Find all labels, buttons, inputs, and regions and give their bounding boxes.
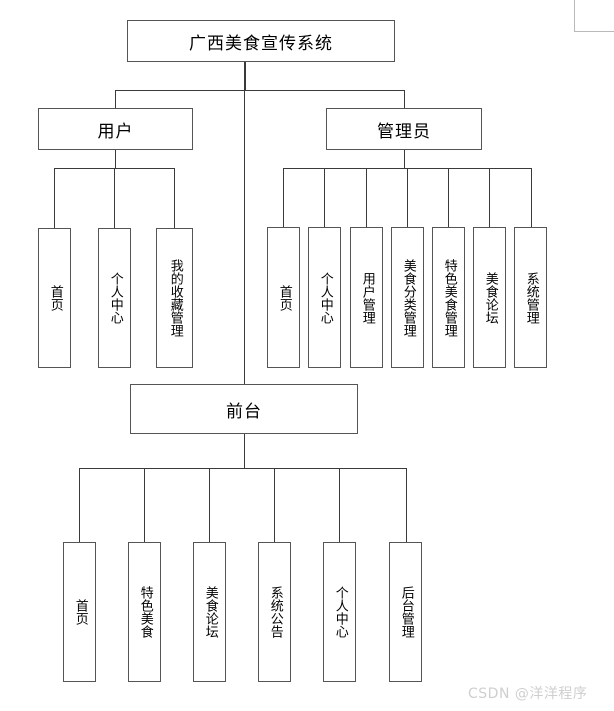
connector-frontend-child-1 [144,468,145,542]
node-user[interactable]: 用户 [38,108,193,150]
node-frontend-child-3-label: 系统公告 [267,586,283,638]
connector-root-stem [244,62,246,90]
node-user-child-2[interactable]: 我的收藏管理 [156,228,193,368]
node-admin-child-0-label: 首页 [276,284,292,311]
connector-admin-child-6 [531,168,532,227]
connector-bus-to-admin [404,90,405,110]
connector-frontend-stem [244,434,245,468]
connector-bus-to-user [115,90,116,110]
node-admin-child-0[interactable]: 首页 [267,227,300,368]
connector-admin-stem [404,150,405,168]
node-admin-child-1-label: 个人中心 [317,271,333,324]
node-admin-child-2-label: 用户管理 [359,271,375,324]
node-admin-child-6[interactable]: 系统管理 [514,227,547,368]
node-root[interactable]: 广西美食宣传系统 [127,20,395,62]
node-frontend-child-0[interactable]: 首页 [63,542,96,682]
node-user-child-1-label: 个人中心 [107,272,123,324]
connector-frontend-child-3 [274,468,275,542]
node-frontend-child-4[interactable]: 个人中心 [323,542,356,682]
node-user-child-0-label: 首页 [47,285,63,311]
connector-admin-child-0 [283,168,284,227]
node-frontend-child-0-label: 首页 [72,599,88,625]
node-admin-child-2[interactable]: 用户管理 [350,227,383,368]
connector-frontend-child-4 [339,468,340,542]
node-admin-child-4-label: 特色美食管理 [441,258,457,337]
node-admin-child-6-label: 系统管理 [523,271,539,324]
connector-admin-child-3 [407,168,408,227]
csdn-watermark: CSDN @洋洋程序 [468,686,588,702]
node-admin-child-4[interactable]: 特色美食管理 [432,227,465,368]
connector-user-child-0 [54,168,55,228]
connector-user-stem [115,150,116,168]
frame-edge-vertical [574,0,575,31]
node-frontend-child-3[interactable]: 系统公告 [258,542,291,682]
connector-admin-child-2 [366,168,367,227]
connector-admin-child-4 [448,168,449,227]
node-user-child-0[interactable]: 首页 [38,228,71,368]
node-frontend-child-5[interactable]: 后台管理 [389,542,422,682]
node-admin-child-5-label: 美食论坛 [482,271,498,324]
node-frontend-label: 前台 [226,401,262,422]
connector-bus-to-frontend [244,90,245,384]
node-user-child-1[interactable]: 个人中心 [98,228,131,368]
node-admin-child-1[interactable]: 个人中心 [308,227,341,368]
connector-main-bus [115,90,405,91]
node-root-label: 广西美食宣传系统 [189,33,333,54]
node-frontend-child-2-label: 美食论坛 [202,586,218,638]
node-admin-child-5[interactable]: 美食论坛 [473,227,506,368]
connector-frontend-child-5 [406,468,407,542]
node-frontend-child-5-label: 后台管理 [398,586,414,638]
node-frontend[interactable]: 前台 [130,384,358,434]
node-admin-child-3[interactable]: 美食分类管理 [391,227,424,368]
node-admin-label: 管理员 [377,121,431,142]
node-user-label: 用户 [97,121,134,142]
node-frontend-child-1[interactable]: 特色美食 [128,542,161,682]
node-admin[interactable]: 管理员 [326,108,482,150]
connector-admin-child-1 [324,168,325,227]
node-frontend-child-1-label: 特色美食 [137,586,153,638]
node-user-child-2-label: 我的收藏管理 [167,259,183,337]
connector-frontend-child-0 [79,468,80,542]
connector-user-child-1 [114,168,115,228]
connector-admin-child-5 [489,168,490,227]
frame-edge-horizontal [574,31,614,32]
node-frontend-child-2[interactable]: 美食论坛 [193,542,226,682]
node-admin-child-3-label: 美食分类管理 [400,258,416,337]
connector-frontend-bus [79,468,406,469]
connector-user-child-2 [174,168,175,228]
connector-frontend-child-2 [209,468,210,542]
node-frontend-child-4-label: 个人中心 [332,586,348,638]
